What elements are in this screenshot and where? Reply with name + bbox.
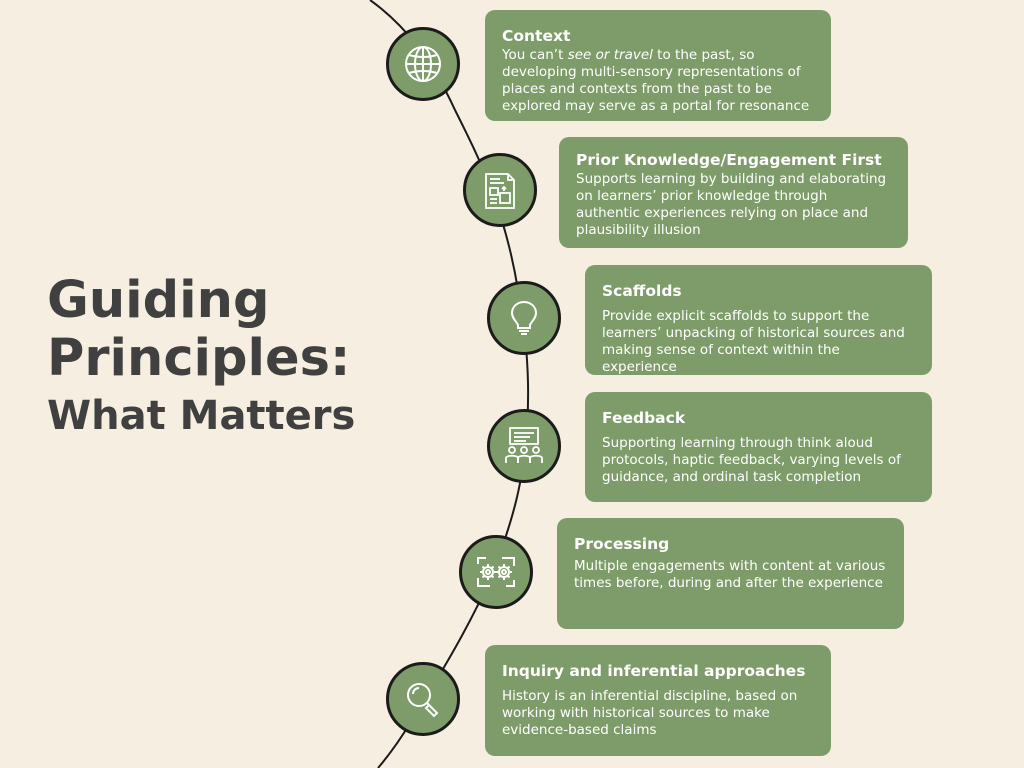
timeline-node-inquiry bbox=[386, 662, 460, 736]
title-line-principles: Principles: bbox=[47, 329, 351, 388]
principle-title: Scaffolds bbox=[602, 282, 682, 300]
gears-icon bbox=[472, 548, 520, 596]
timeline-node-feedback bbox=[487, 409, 561, 483]
timeline-node-scaffolds bbox=[487, 281, 561, 355]
principle-card-inquiry: Inquiry and inferential approaches Histo… bbox=[485, 645, 831, 756]
page-title: Guiding Principles: What Matters bbox=[47, 272, 407, 442]
principle-card-processing: Processing Multiple engagements with con… bbox=[557, 518, 904, 629]
title-line-guiding: Guiding bbox=[47, 271, 270, 330]
timeline-node-prior-knowledge bbox=[463, 153, 537, 227]
principle-description: History is an inferential discipline, ba… bbox=[502, 688, 798, 738]
principle-description: You can’t see or travel to the past, so … bbox=[502, 47, 810, 114]
timeline-node-processing bbox=[459, 535, 533, 609]
presentation-icon bbox=[501, 423, 547, 469]
principle-title: Inquiry and inferential approaches bbox=[502, 662, 806, 680]
lightbulb-icon bbox=[502, 296, 546, 340]
timeline-node-context bbox=[386, 27, 460, 101]
principle-title: Context bbox=[502, 27, 571, 45]
globe-icon bbox=[401, 42, 445, 86]
principle-title: Prior Knowledge/Engagement First bbox=[576, 151, 882, 169]
principle-title: Processing bbox=[574, 535, 670, 553]
magnifier-icon bbox=[401, 677, 445, 721]
principle-description: Supporting learning through think aloud … bbox=[602, 435, 901, 485]
principle-card-feedback: Feedback Supporting learning through thi… bbox=[585, 392, 932, 502]
principle-title: Feedback bbox=[602, 409, 686, 427]
principle-description: Multiple engagements with content at var… bbox=[574, 558, 886, 591]
principle-card-context: Context You can’t see or travel to the p… bbox=[485, 10, 831, 121]
title-line-what-matters: What Matters bbox=[47, 393, 356, 439]
document-chart-icon bbox=[478, 168, 522, 212]
principle-card-prior-knowledge: Prior Knowledge/Engagement First Support… bbox=[559, 137, 908, 248]
principle-card-scaffolds: Scaffolds Provide explicit scaffolds to … bbox=[585, 265, 932, 375]
principle-description: Provide explicit scaffolds to support th… bbox=[602, 308, 905, 375]
principle-description: Supports learning by building and elabor… bbox=[576, 171, 887, 238]
